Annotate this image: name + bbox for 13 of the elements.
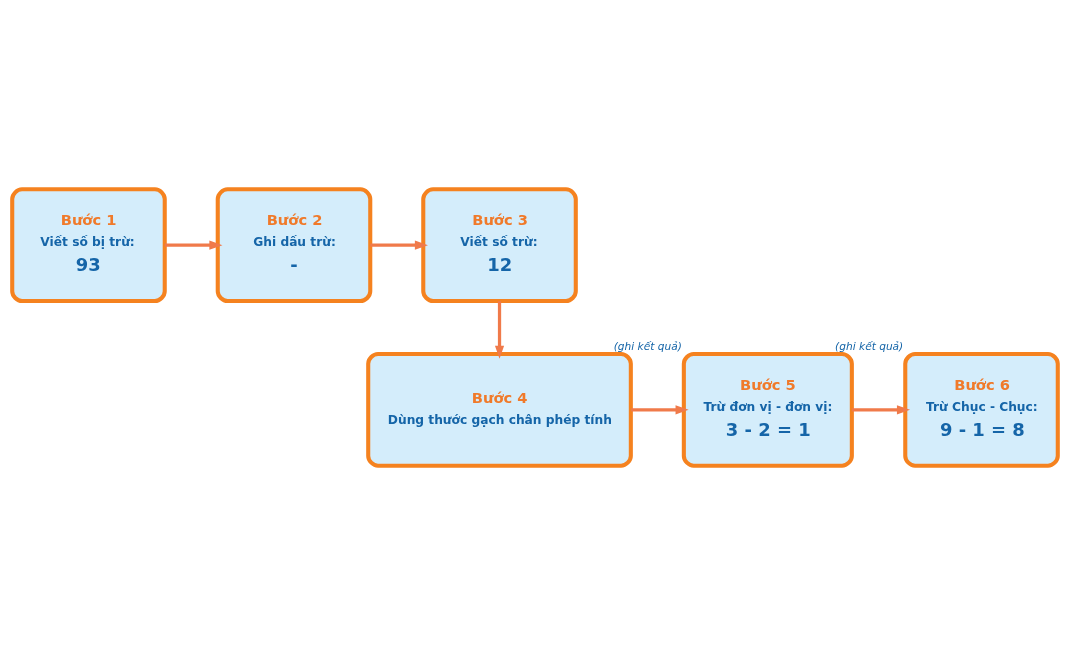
arrow xyxy=(494,300,505,359)
node-box: Bước 2 Ghi dấu trừ: - xyxy=(215,186,373,303)
node-box: Bước 4 Dùng thước gạch chân phép tính xyxy=(366,351,633,468)
node-box: Bước 3 Viết số trừ: 12 xyxy=(421,186,578,303)
arrow xyxy=(851,404,911,414)
arrow xyxy=(631,404,689,414)
node-label: (ghi kết quả) xyxy=(613,339,682,352)
node-box: Bước 6 Trừ Chục - Chục: 9 - 1 = 8 xyxy=(903,351,1060,468)
node-box: Bước 1 Viết số bị trừ: 93 xyxy=(10,186,167,303)
node-label: (ghi kết quả) xyxy=(835,339,904,352)
node-box: Bước 5 Trừ đơn vị - đơn vị: 3 - 2 = 1 xyxy=(681,351,854,468)
arrow xyxy=(164,240,223,250)
arrow xyxy=(370,240,428,250)
